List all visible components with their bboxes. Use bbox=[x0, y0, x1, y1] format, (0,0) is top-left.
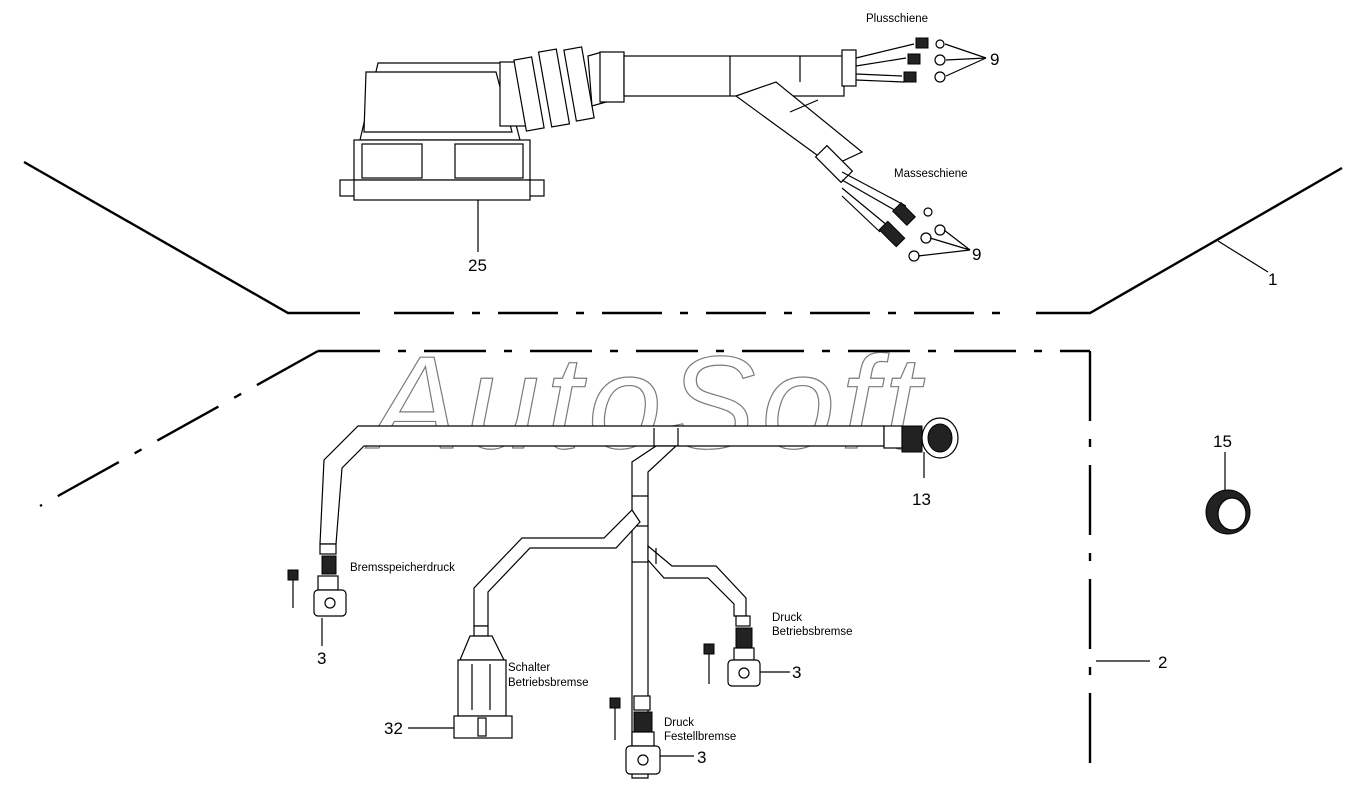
frame-outline-lower bbox=[39, 349, 1150, 780]
callout-9-bottom: 9 bbox=[972, 245, 981, 264]
callout-3-right: 3 bbox=[792, 663, 801, 682]
label-schalter-line2: Betriebsbremse bbox=[508, 677, 589, 689]
sensor-druck-betriebsbremse bbox=[703, 615, 790, 687]
label-druck-fest-line1: Druck bbox=[664, 717, 694, 729]
label-bremsspeicherdruck: Bremsspeicherdruck bbox=[350, 562, 455, 574]
frame-outline-upper bbox=[23, 160, 1343, 315]
callout-32: 32 bbox=[384, 719, 403, 738]
callout-9-top: 9 bbox=[990, 50, 999, 69]
plusschiene-wires bbox=[855, 37, 987, 83]
switch-betriebsbremse-32 bbox=[408, 625, 513, 739]
control-box-25 bbox=[339, 62, 545, 252]
callout-3-bottom: 3 bbox=[697, 748, 706, 767]
sensor-druck-festellbremse bbox=[609, 695, 694, 775]
label-plusschiene: Plusschiene bbox=[866, 13, 928, 25]
upper-harness bbox=[499, 46, 864, 184]
label-druck-betrieb-line1: Druck bbox=[772, 612, 802, 624]
label-masseschiene: Masseschiene bbox=[894, 168, 968, 180]
label-druck-fest-line2: Festellbremse bbox=[664, 731, 736, 743]
lower-harness bbox=[319, 417, 959, 779]
callout-15: 15 bbox=[1213, 432, 1232, 451]
sensor-bremsspeicherdruck bbox=[287, 543, 347, 646]
watermark: AutoSoft bbox=[365, 329, 926, 476]
callout-2: 2 bbox=[1158, 653, 1167, 672]
label-druck-betrieb-line2: Betriebsbremse bbox=[772, 626, 853, 638]
callout-25: 25 bbox=[468, 256, 487, 275]
masseschiene-wires bbox=[841, 171, 971, 262]
connector-15 bbox=[1205, 452, 1251, 535]
callout-3-left: 3 bbox=[317, 649, 326, 668]
callout-1: 1 bbox=[1268, 270, 1277, 289]
label-schalter-line1: Schalter bbox=[508, 662, 550, 674]
callout-13: 13 bbox=[912, 490, 931, 509]
